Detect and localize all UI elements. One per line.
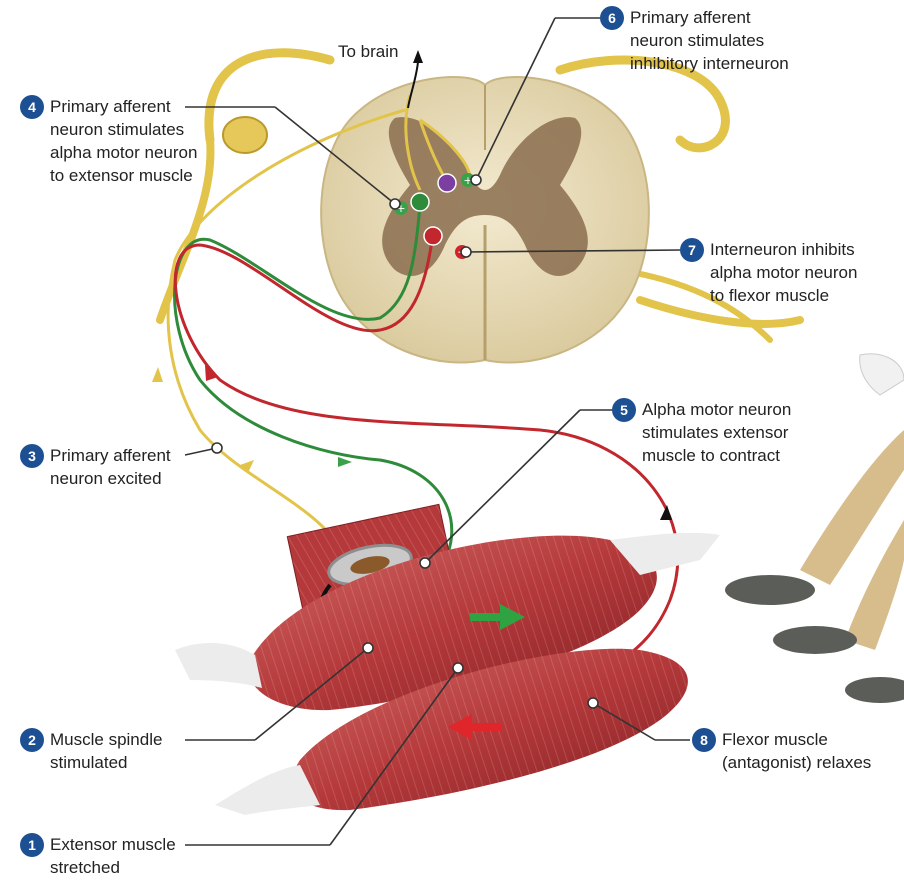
- step-3-line-1: Primary afferent: [50, 444, 171, 467]
- step-6-line-1: Primary afferent: [630, 6, 789, 29]
- step-4-line-1: Primary afferent: [50, 95, 197, 118]
- step-1-line-2: stretched: [50, 856, 176, 879]
- inhibitory-interneuron: [438, 174, 456, 192]
- step-6-line-2: neuron stimulates: [630, 29, 789, 52]
- step-badge: 2: [20, 728, 44, 752]
- step-5-line-1: Alpha motor neuron: [642, 398, 791, 421]
- step-6-callout: 6 Primary afferent neuron stimulates inh…: [600, 6, 789, 75]
- step-badge: 5: [612, 398, 636, 422]
- dorsal-root-ganglion: [223, 117, 267, 153]
- step-5-line-3: muscle to contract: [642, 444, 791, 467]
- step-7-line-1: Interneuron inhibits: [710, 238, 857, 261]
- alpha-motor-neuron-flexor: [424, 227, 442, 245]
- step-7-line-2: alpha motor neuron: [710, 261, 857, 284]
- step-1-line-1: Extensor muscle: [50, 833, 176, 856]
- step-8-line-1: Flexor muscle: [722, 728, 871, 751]
- step-badge: 4: [20, 95, 44, 119]
- step-2-line-2: stimulated: [50, 751, 162, 774]
- step-badge: 1: [20, 833, 44, 857]
- step-7-line-3: to flexor muscle: [710, 284, 857, 307]
- step-1-callout: 1 Extensor muscle stretched: [20, 833, 176, 879]
- step-4-callout: 4 Primary afferent neuron stimulates alp…: [20, 95, 197, 187]
- step-4-line-3: alpha motor neuron: [50, 141, 197, 164]
- step-3-callout: 3 Primary afferent neuron excited: [20, 444, 171, 490]
- step-4-line-2: neuron stimulates: [50, 118, 197, 141]
- alpha-motor-neuron-extensor: [411, 193, 429, 211]
- step-6-line-3: inhibitory interneuron: [630, 52, 789, 75]
- step-2-callout: 2 Muscle spindle stimulated: [20, 728, 162, 774]
- step-5-callout: 5 Alpha motor neuron stimulates extensor…: [612, 398, 791, 467]
- to-brain-label: To brain: [338, 42, 398, 62]
- step-8-line-2: (antagonist) relaxes: [722, 751, 871, 774]
- step-badge: 6: [600, 6, 624, 30]
- step-5-line-2: stimulates extensor: [642, 421, 791, 444]
- step-7-callout: 7 Interneuron inhibits alpha motor neuro…: [680, 238, 857, 307]
- step-4-line-4: to extensor muscle: [50, 164, 197, 187]
- step-badge: 7: [680, 238, 704, 262]
- step-8-callout: 8 Flexor muscle (antagonist) relaxes: [692, 728, 871, 774]
- step-badge: 8: [692, 728, 716, 752]
- step-2-line-1: Muscle spindle: [50, 728, 162, 751]
- step-3-line-2: neuron excited: [50, 467, 171, 490]
- step-badge: 3: [20, 444, 44, 468]
